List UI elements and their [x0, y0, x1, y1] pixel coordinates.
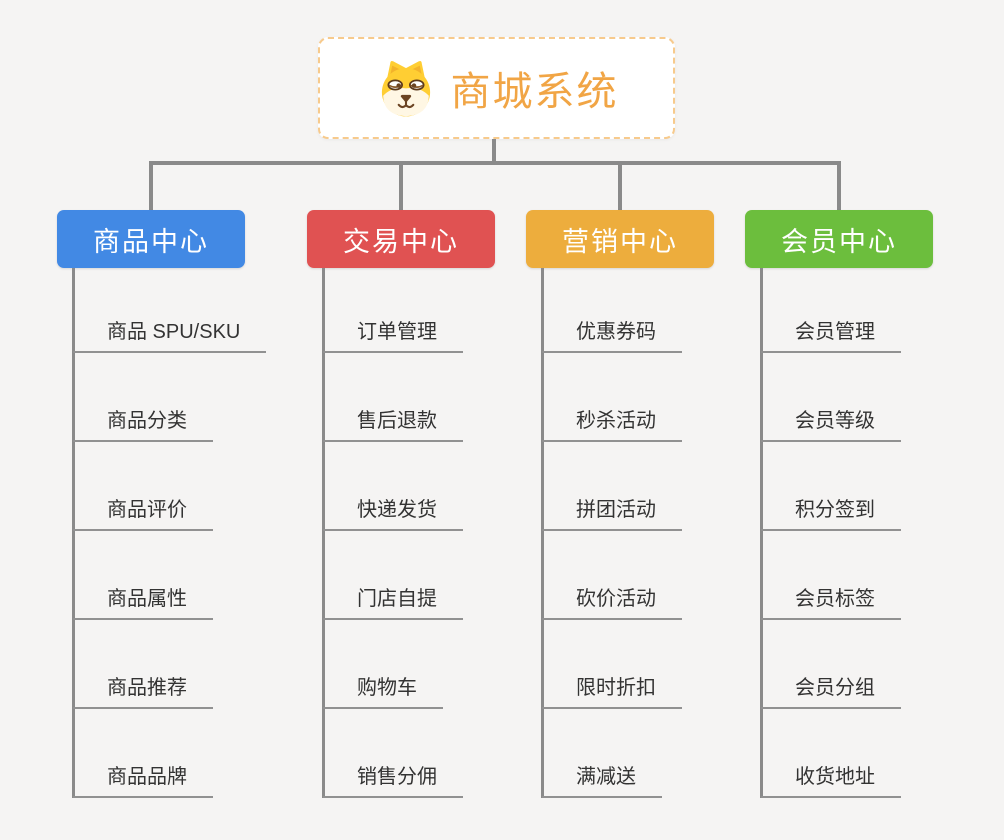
branch-header-4[interactable]: 会员中心: [745, 210, 933, 268]
leaf-label: 商品属性: [107, 588, 187, 610]
leaf-node[interactable]: 商品推荐: [73, 620, 213, 709]
leaf-node[interactable]: 会员等级: [761, 353, 901, 442]
leaf-node[interactable]: 砍价活动: [542, 531, 682, 620]
branch-spine-line: [540, 268, 544, 798]
branch-spine-line: [71, 268, 75, 798]
leaf-label: 限时折扣: [576, 677, 656, 699]
leaf-column-1: 商品 SPU/SKU 商品分类商品评价商品属性商品推荐商品品牌: [73, 264, 267, 798]
leaf-column-3: 优惠券码秒杀活动拼团活动砍价活动限时折扣满减送: [542, 264, 682, 798]
leaf-node[interactable]: 销售分佣: [323, 709, 463, 798]
leaf-node[interactable]: 订单管理: [323, 264, 463, 353]
leaf-label: 会员管理: [795, 321, 875, 343]
leaf-node[interactable]: 商品评价: [73, 442, 213, 531]
dog-face-icon: [381, 60, 430, 117]
root-connector-line: [492, 139, 496, 165]
leaf-label: 积分签到: [795, 499, 875, 521]
leaf-node[interactable]: 商品分类: [73, 353, 213, 442]
leaf-node[interactable]: 售后退款: [323, 353, 463, 442]
leaf-node[interactable]: 会员管理: [761, 264, 901, 353]
leaf-label: 会员分组: [795, 677, 875, 699]
leaf-label: 门店自提: [357, 588, 437, 610]
leaf-label: 会员等级: [795, 410, 875, 432]
leaf-node[interactable]: 商品 SPU/SKU: [73, 264, 267, 353]
branch-header-label: 交易中心: [343, 226, 459, 257]
leaf-label: 满减送: [576, 766, 636, 788]
leaf-node[interactable]: 收货地址: [761, 709, 901, 798]
leaf-label: 售后退款: [357, 410, 437, 432]
branch-header-1[interactable]: 商品中心: [57, 210, 245, 268]
branch-drop-line: [837, 161, 841, 210]
branch-header-2[interactable]: 交易中心: [307, 210, 495, 268]
branch-header-label: 营销中心: [562, 226, 678, 257]
branch-header-label: 会员中心: [781, 226, 897, 257]
branch-spine-line: [759, 268, 763, 798]
leaf-label: 购物车: [357, 677, 417, 699]
bus-connector-line: [149, 161, 841, 165]
leaf-node[interactable]: 秒杀活动: [542, 353, 682, 442]
leaf-node[interactable]: 会员标签: [761, 531, 901, 620]
leaf-label: 商品品牌: [107, 766, 187, 788]
leaf-node[interactable]: 商品属性: [73, 531, 213, 620]
leaf-node[interactable]: 优惠券码: [542, 264, 682, 353]
leaf-label: 会员标签: [795, 588, 875, 610]
leaf-label: 商品评价: [107, 499, 187, 521]
leaf-node[interactable]: 会员分组: [761, 620, 901, 709]
leaf-label: 优惠券码: [576, 321, 656, 343]
leaf-column-2: 订单管理售后退款快递发货门店自提购物车销售分佣: [323, 264, 463, 798]
branch-header-label: 商品中心: [93, 226, 209, 257]
leaf-node[interactable]: 限时折扣: [542, 620, 682, 709]
leaf-label: 秒杀活动: [576, 410, 656, 432]
leaf-label: 砍价活动: [576, 588, 656, 610]
branch-drop-line: [399, 161, 403, 210]
leaf-column-4: 会员管理会员等级积分签到会员标签会员分组收货地址: [761, 264, 901, 798]
leaf-node[interactable]: 购物车: [323, 620, 443, 709]
leaf-label: 商品推荐: [107, 677, 187, 699]
branch-drop-line: [618, 161, 622, 210]
leaf-node[interactable]: 满减送: [542, 709, 662, 798]
leaf-node[interactable]: 快递发货: [323, 442, 463, 531]
root-title: 商城系统: [450, 70, 619, 114]
leaf-node[interactable]: 门店自提: [323, 531, 463, 620]
root-node[interactable]: 商城系统: [318, 37, 675, 139]
branch-header-3[interactable]: 营销中心: [526, 210, 714, 268]
branch-drop-line: [149, 161, 153, 210]
leaf-label: 销售分佣: [357, 766, 437, 788]
leaf-label: 快递发货: [357, 499, 437, 521]
leaf-label: 收货地址: [795, 766, 875, 788]
leaf-label: 订单管理: [357, 321, 437, 343]
leaf-label: 商品 SPU/SKU: [107, 321, 241, 343]
leaf-node[interactable]: 商品品牌: [73, 709, 213, 798]
leaf-node[interactable]: 拼团活动: [542, 442, 682, 531]
leaf-node[interactable]: 积分签到: [761, 442, 901, 531]
branch-spine-line: [321, 268, 325, 798]
leaf-label: 拼团活动: [576, 499, 656, 521]
leaf-label: 商品分类: [107, 410, 187, 432]
